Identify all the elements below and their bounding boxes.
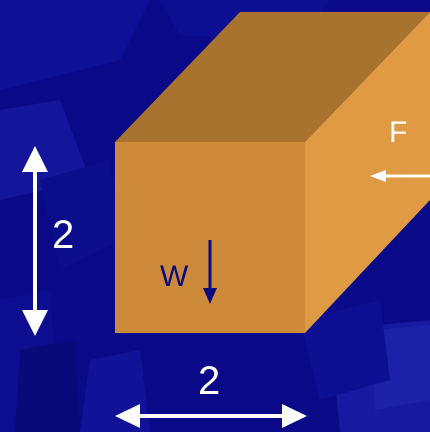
- width-arrow-head-right: [282, 404, 307, 428]
- box-top-face: [115, 12, 430, 142]
- force-vector: F: [370, 116, 430, 182]
- height-dimension: 2: [22, 146, 74, 336]
- width-label: 2: [198, 359, 220, 403]
- width-arrow-head-left: [115, 404, 140, 428]
- height-arrow-head-bottom: [22, 310, 48, 336]
- force-arrow-head: [370, 170, 386, 182]
- box-side-face: [305, 12, 430, 333]
- weight-vector: W: [160, 240, 217, 304]
- weight-arrow-head: [203, 288, 217, 304]
- height-arrow-head-top: [22, 146, 48, 172]
- width-dimension: 2: [115, 359, 307, 428]
- weight-label: W: [160, 260, 189, 293]
- height-label: 2: [52, 213, 74, 257]
- force-label: F: [389, 116, 407, 149]
- box-front-face: [115, 142, 305, 333]
